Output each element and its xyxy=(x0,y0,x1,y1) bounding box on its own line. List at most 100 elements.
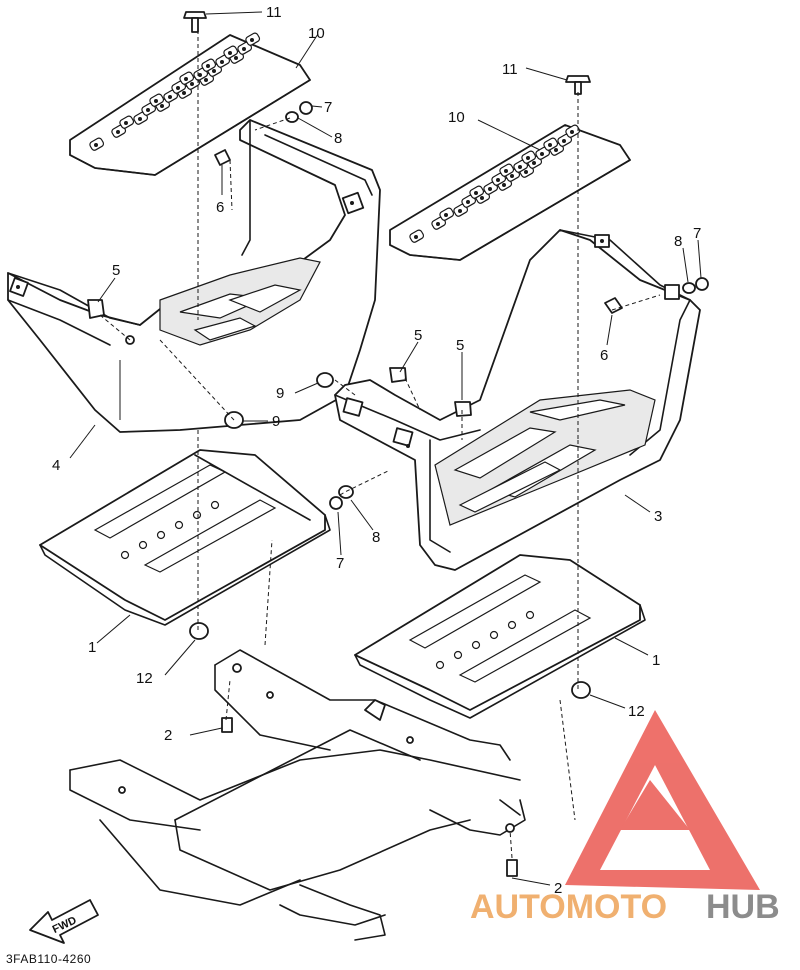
callout-5: 5 xyxy=(414,327,422,344)
grip-slot-dot xyxy=(184,77,188,81)
left-footboard-grip-slots xyxy=(89,32,261,151)
callout-10: 10 xyxy=(308,25,325,42)
grip-slot-dot xyxy=(234,56,238,60)
grip-slot-dot xyxy=(548,143,552,147)
grip-slot-dot xyxy=(524,170,528,174)
step-plate-hole xyxy=(138,540,148,550)
callout-4: 4 xyxy=(52,457,60,474)
grip-slot-dot xyxy=(540,152,544,156)
callout-6: 6 xyxy=(600,347,608,364)
grip-slot-dot xyxy=(488,187,492,191)
step-plate-hole xyxy=(525,610,535,620)
step-plate-hole xyxy=(435,660,445,670)
step-plate-hole xyxy=(192,510,202,520)
grip-slot-dot xyxy=(116,130,120,134)
grip-slot-dot xyxy=(228,51,232,55)
callout-3: 3 xyxy=(654,508,662,525)
grip-slot-dot xyxy=(458,209,462,213)
right-step-plate xyxy=(354,554,646,719)
callout-6: 6 xyxy=(216,199,224,216)
right-footboard-grip-slots xyxy=(409,124,581,243)
grip-slot-dot xyxy=(138,117,142,121)
grip-slot-dot xyxy=(220,60,224,64)
grip-slot-dot xyxy=(436,222,440,226)
grip-slot-dot xyxy=(182,91,186,95)
left-footrest-guard xyxy=(7,119,381,433)
grip-slot-dot xyxy=(168,95,172,99)
callout-7: 7 xyxy=(693,225,701,242)
grip-slot-dot xyxy=(562,139,566,143)
step-plate-hole xyxy=(453,650,463,660)
callout-12: 12 xyxy=(136,670,153,687)
callout-2: 2 xyxy=(554,880,562,897)
grip-slot-dot xyxy=(504,169,508,173)
grip-slot-dot xyxy=(206,64,210,68)
step-plate-hole xyxy=(489,630,499,640)
callout-1: 1 xyxy=(652,652,660,669)
fwd-direction-arrow: FWD xyxy=(29,899,99,944)
grip-slot-dot xyxy=(250,38,254,42)
grip-slot-dot xyxy=(124,121,128,125)
callout-11: 11 xyxy=(502,61,518,78)
grip-slot-dot xyxy=(496,178,500,182)
grip-slot-dot xyxy=(474,191,478,195)
grip-slot-dot xyxy=(242,47,246,51)
callout-10: 10 xyxy=(448,109,465,126)
grip-slot-dot xyxy=(518,165,522,169)
svg-text:AUTOMOTO: AUTOMOTO xyxy=(470,888,667,926)
step-plate-hole xyxy=(471,640,481,650)
grip-slot-dot xyxy=(466,200,470,204)
right-footrest-guard xyxy=(334,229,701,571)
callout-7: 7 xyxy=(324,99,332,116)
callout-labels: 11 10 7 8 6 5 9 4 11 10 8 7 6 5 5 9 3 7 … xyxy=(52,4,701,897)
callout-11: 11 xyxy=(266,4,282,21)
callout-5: 5 xyxy=(112,262,120,279)
left-footboard-plate xyxy=(69,32,311,176)
grip-slot-dot xyxy=(510,174,514,178)
callout-2: 2 xyxy=(164,727,172,744)
diagram-code: 3FAB110-4260 xyxy=(6,952,91,966)
grip-slot-dot xyxy=(204,78,208,82)
grip-slot-dot xyxy=(532,161,536,165)
grip-slot-dot xyxy=(414,235,418,239)
step-plate-hole xyxy=(156,530,166,540)
grip-slot-dot xyxy=(176,86,180,90)
left-step-plate xyxy=(39,449,331,626)
callout-5: 5 xyxy=(456,337,464,354)
right-step-plate-holes xyxy=(435,610,535,670)
step-plate-hole xyxy=(174,520,184,530)
frame-section xyxy=(69,649,526,941)
step-plate-hole xyxy=(210,500,220,510)
callout-8: 8 xyxy=(372,529,380,546)
grip-slot-dot xyxy=(212,69,216,73)
automotohub-watermark-text: AUTOMOTO HUB xyxy=(470,888,780,926)
grip-slot-dot xyxy=(480,196,484,200)
grip-slot-dot xyxy=(444,213,448,217)
callout-7: 7 xyxy=(336,555,344,572)
callout-8: 8 xyxy=(674,233,682,250)
step-plate-hole xyxy=(507,620,517,630)
assembly-guide-lines xyxy=(99,30,661,859)
grip-slot-dot xyxy=(526,156,530,160)
callout-1: 1 xyxy=(88,639,96,656)
grip-slot-dot xyxy=(154,99,158,103)
callout-12: 12 xyxy=(628,703,645,720)
callout-9: 9 xyxy=(276,385,284,402)
grip-slot-dot xyxy=(160,104,164,108)
hardware-parts xyxy=(87,11,709,877)
grip-slot-dot xyxy=(94,143,98,147)
grip-slot-dot xyxy=(570,130,574,134)
automotohub-watermark-logo xyxy=(565,710,760,890)
right-footboard-plate xyxy=(389,124,631,261)
grip-slot-dot xyxy=(146,108,150,112)
grip-slot-dot xyxy=(198,73,202,77)
svg-text:HUB: HUB xyxy=(706,888,780,926)
grip-slot-dot xyxy=(554,148,558,152)
callout-9: 9 xyxy=(272,413,280,430)
grip-slot-dot xyxy=(502,183,506,187)
callout-8: 8 xyxy=(334,130,342,147)
step-plate-hole xyxy=(120,550,130,560)
grip-slot-dot xyxy=(190,82,194,86)
callout-leader-lines xyxy=(69,11,702,886)
